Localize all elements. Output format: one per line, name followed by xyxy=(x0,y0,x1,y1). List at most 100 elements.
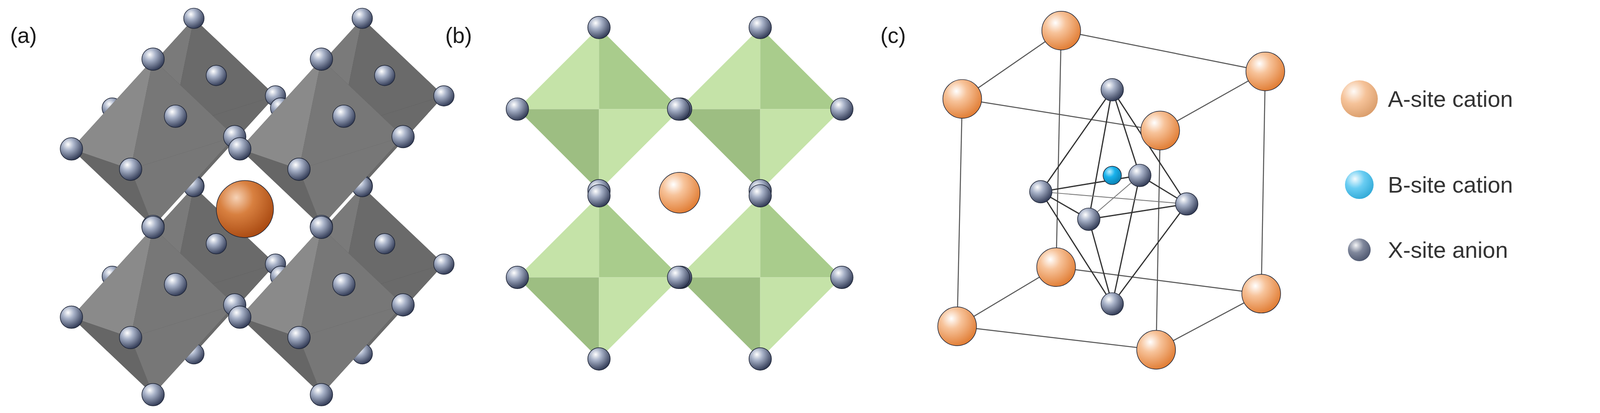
legend-entry: A-site cation xyxy=(1340,80,1513,118)
bond-line xyxy=(1088,89,1113,220)
bond-line xyxy=(956,326,1157,351)
a-site-cation xyxy=(216,180,274,238)
panel-label: (a) xyxy=(10,24,38,47)
x-site-anion xyxy=(749,184,772,208)
octahedron-face xyxy=(517,277,599,360)
x-site-anion xyxy=(183,7,204,29)
x-site-anion xyxy=(1100,292,1124,316)
bond-line xyxy=(1261,71,1266,295)
x-site-anion xyxy=(1100,78,1124,101)
octahedron-face xyxy=(678,277,761,360)
x-site-anion xyxy=(141,383,165,407)
bond-line xyxy=(1112,204,1187,305)
legend-text: X-site anion xyxy=(1387,238,1508,262)
a-site-cation xyxy=(1246,52,1285,91)
x-site-anion xyxy=(141,216,165,239)
x-site-anion xyxy=(310,216,333,239)
octahedron-face xyxy=(760,108,842,191)
x-site-anion xyxy=(667,98,690,121)
x-site-anion xyxy=(310,47,333,71)
octahedron-face xyxy=(517,27,599,109)
octahedron-face xyxy=(598,27,681,109)
x-site-anion xyxy=(830,98,854,121)
x-site-anion xyxy=(228,137,251,160)
x-site-anion xyxy=(1077,208,1101,231)
octahedron-face xyxy=(760,277,842,360)
bond-line xyxy=(1040,175,1140,192)
legend-swatch xyxy=(1340,80,1378,118)
x-site-anion xyxy=(749,16,772,39)
x-site-anion xyxy=(1128,164,1151,187)
x-site-anion xyxy=(1029,180,1053,203)
octahedron-face xyxy=(130,305,235,395)
bond-line xyxy=(1088,219,1113,304)
panel-label: (c) xyxy=(880,24,907,47)
x-site-anion xyxy=(287,158,311,181)
a-site-cation xyxy=(1241,274,1281,314)
x-site-anion xyxy=(506,98,529,121)
x-site-anion xyxy=(310,383,333,407)
octahedron-face xyxy=(517,196,599,278)
legend-text: B-site cation xyxy=(1387,173,1513,197)
legend-entry: X-site anion xyxy=(1347,238,1508,262)
x-site-anion xyxy=(587,16,611,39)
x-site-anion xyxy=(667,266,690,289)
x-site-anion xyxy=(374,233,395,254)
bond-line xyxy=(1061,30,1266,72)
x-site-anion xyxy=(332,105,355,128)
bond-line xyxy=(1112,89,1187,205)
bond-line xyxy=(1112,89,1140,176)
panel-label: (b) xyxy=(445,24,473,47)
a-site-cation xyxy=(942,79,982,119)
x-site-anion xyxy=(60,305,83,329)
x-site-anion xyxy=(206,233,227,254)
x-site-anion xyxy=(287,326,311,349)
x-site-anion xyxy=(141,47,165,71)
x-site-anion xyxy=(374,65,395,86)
x-site-anion xyxy=(587,184,611,208)
x-site-anion xyxy=(332,273,355,296)
octahedron-face xyxy=(298,136,403,227)
x-site-anion xyxy=(391,125,415,148)
bond-line xyxy=(962,98,1161,131)
bond-line xyxy=(1056,267,1262,294)
a-site-cation xyxy=(1136,330,1176,370)
x-site-anion xyxy=(587,348,611,371)
a-site-cation xyxy=(1036,247,1076,287)
a-site-cation xyxy=(1041,11,1081,51)
octahedron-face xyxy=(298,305,403,395)
octahedron-face xyxy=(760,196,842,278)
x-site-anion xyxy=(433,254,455,275)
x-site-anion xyxy=(119,326,142,349)
legend-swatch xyxy=(1347,238,1371,262)
octahedron-face xyxy=(598,277,681,360)
x-site-anion xyxy=(830,266,854,289)
octahedron-face xyxy=(678,27,761,109)
b-site-cation xyxy=(1102,166,1122,185)
x-site-anion xyxy=(164,273,187,296)
bond-line xyxy=(956,98,963,327)
a-site-cation xyxy=(1140,111,1180,150)
x-site-anion xyxy=(119,158,142,181)
x-site-anion xyxy=(433,85,455,107)
octahedron-face xyxy=(130,136,235,227)
octahedron-face xyxy=(517,108,599,191)
legend-text: A-site cation xyxy=(1387,87,1513,111)
x-site-anion xyxy=(164,105,187,128)
x-site-anion xyxy=(506,266,529,289)
x-site-anion xyxy=(749,348,772,371)
x-site-anion xyxy=(60,137,83,160)
a-site-cation xyxy=(937,307,977,346)
legend-entry: B-site cation xyxy=(1344,170,1513,200)
x-site-anion xyxy=(1175,192,1198,216)
a-site-cation xyxy=(659,172,700,214)
octahedron-face xyxy=(760,27,842,109)
bond-line xyxy=(1040,89,1113,192)
x-site-anion xyxy=(391,293,415,317)
bond-line xyxy=(1056,30,1062,268)
x-site-anion xyxy=(352,7,373,29)
legend-swatch xyxy=(1344,170,1374,200)
x-site-anion xyxy=(206,65,227,86)
x-site-anion xyxy=(228,305,251,329)
